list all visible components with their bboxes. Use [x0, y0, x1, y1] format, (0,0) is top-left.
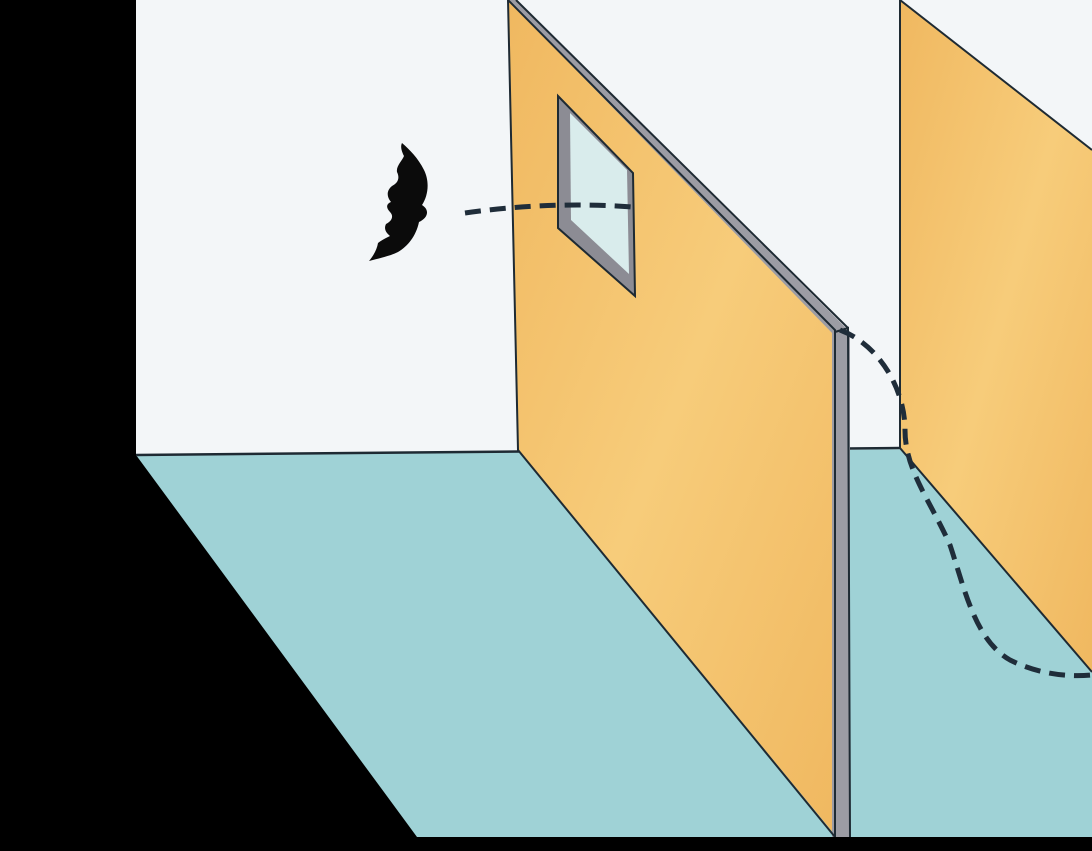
bottom-band: [0, 837, 1092, 851]
